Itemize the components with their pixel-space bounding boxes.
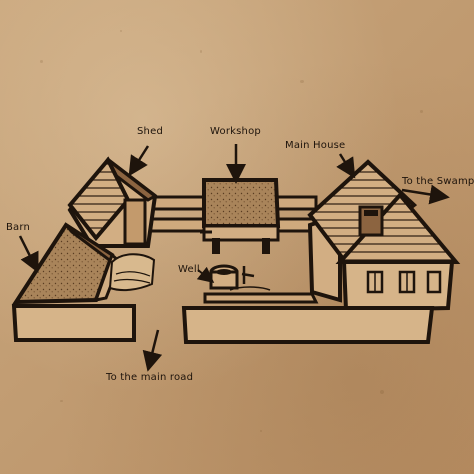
main-house-building [307, 159, 461, 313]
label-barn: Barn [6, 222, 31, 233]
label-main-house: Main House [285, 140, 346, 151]
front-wall-left [11, 304, 136, 342]
swamp-pointer-arrow [401, 184, 450, 205]
main-road-pointer-arrow [142, 329, 163, 372]
shed-building [67, 156, 158, 248]
label-to-the-swamp: To the Swamp [402, 176, 474, 187]
shed-pointer-arrow [128, 145, 150, 177]
inner-yard-wall [203, 286, 319, 304]
paper-speckle [420, 110, 423, 113]
yard-enclosure [108, 253, 156, 292]
label-workshop: Workshop [210, 126, 261, 137]
label-well: Well [178, 264, 200, 275]
paper-speckle [300, 80, 304, 83]
label-shed: Shed [137, 126, 163, 137]
back-fence-left [146, 195, 208, 233]
main-house-pointer-arrow [336, 153, 356, 179]
paper-speckle [200, 50, 202, 53]
barn-pointer-arrow [18, 235, 39, 273]
well-structure [209, 264, 255, 290]
paper-speckle [380, 390, 384, 394]
front-wall-right [181, 306, 435, 344]
workshop-building [200, 178, 281, 254]
paper-speckle [120, 30, 122, 32]
paper-speckle [260, 430, 262, 432]
label-to-the-main-road: To the main road [106, 372, 194, 383]
paper-speckle [60, 400, 63, 402]
paper-speckle [40, 60, 43, 63]
well-pointer-arrow [196, 266, 215, 283]
